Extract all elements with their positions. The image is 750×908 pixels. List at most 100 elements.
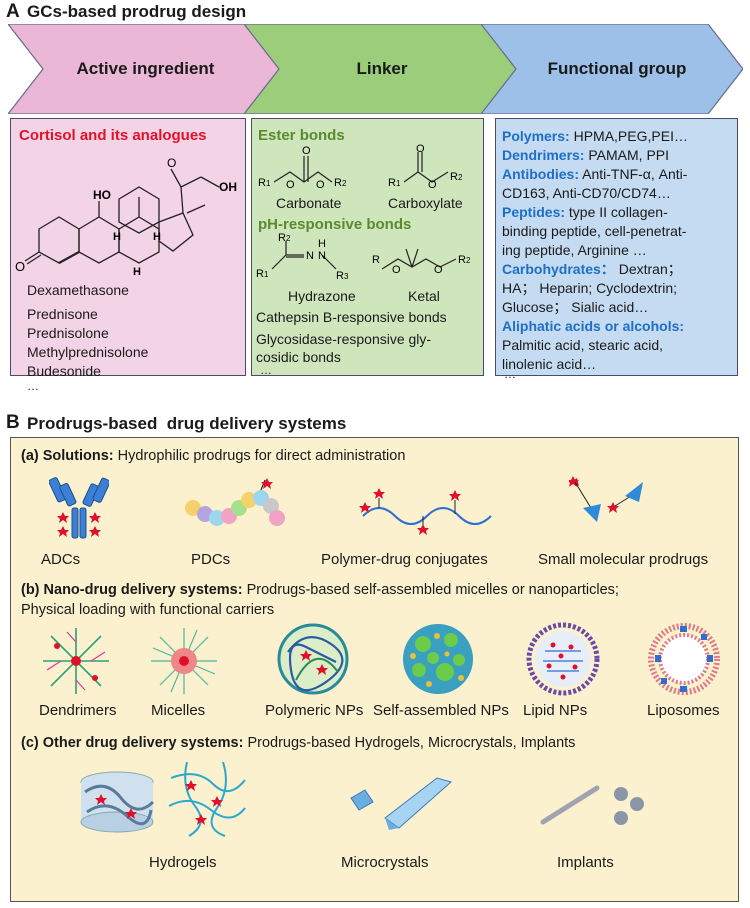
dendrimers-heading: Dendrimers: [502,147,585,163]
svg-text:R3: R3 [336,270,349,282]
peptides-text-2: binding peptide, cell-penetrat- [502,223,687,239]
hydrazone-label: Hydrazone [288,288,356,304]
section-b-title: Prodrugs-based drug delivery systems [27,414,347,433]
other-text: Prodrugs-based Hydrogels, Microcrystals,… [247,735,576,751]
lipid-nanoparticle-icon [526,622,600,696]
svg-text:R2: R2 [334,177,347,189]
micelles-label: Micelles [151,702,206,719]
chevron-arrow-icon [244,24,520,114]
polymeric-nps-label: Polymeric NPs [265,702,364,719]
carbohydrates-text-2: HA； Heparin; Cyclodextrin; [502,280,678,296]
section-a-title: GCs-based prodrug design [27,2,247,21]
svg-text:R2: R2 [450,171,463,183]
o-label: O [428,179,437,191]
aliphatic-text-2: linolenic acid… [502,356,597,372]
implants-label: Implants [557,854,614,871]
microcrystals-label: Microcrystals [341,854,429,871]
drug-name: Dexamethasone [27,282,129,298]
oh-label: OH [219,180,237,194]
more-ellipsis: … [27,379,39,393]
ph-heading: pH-responsive bonds [258,216,412,233]
chevron-linker: Linker [244,24,520,114]
r-label: R [450,171,458,183]
nano-text: Prodrugs-based self-assembled micelles o… [246,582,619,598]
glycosidase-label: Glycosidase-responsive gly- [256,331,432,347]
carbohydrates-heading: Carbohydrates： [502,261,615,277]
dendrimers-label: Dendrimers [39,702,117,719]
o-label: O [316,179,325,191]
polymers-text: HPMA,PEG,PEI… [573,128,688,144]
delivery-systems-panel: (a) Solutions: Hydrophilic prodrugs for … [10,437,739,902]
h-label: H [153,231,161,243]
antibody-icon [49,477,109,539]
chevron-arrow-icon [8,24,283,114]
chevron-active-ingredient: Active ingredient [8,24,283,114]
o-label: O [392,264,401,276]
solutions-text: Hydrophilic prodrugs for direct administ… [117,448,406,464]
peptide-chain-icon [185,478,285,526]
polymeric-nanoparticle-icon [277,623,349,695]
ester-structures-icon: R1 O O O R2 R1 O O R2 [258,144,463,191]
carboxylate-label: Carboxylate [388,195,463,211]
h-label: H [133,266,141,278]
chevron-label: Active ingredient [76,59,215,78]
dendrimer-icon [43,628,109,694]
ho-label: HO [93,188,111,202]
section-b-letter: B [6,412,20,433]
ester-heading: Ester bonds [258,127,345,144]
carbohydrates-text: Dextran； [618,261,682,277]
o-label: O [15,259,25,274]
ketal-label: Ketal [408,288,440,304]
liposomes-label: Liposomes [647,702,720,719]
carbonate-label: Carbonate [276,195,342,211]
drug-name: Prednisone [27,306,98,322]
n-label: N [318,250,326,262]
self-assembled-nps-label: Self-assembled NPs [373,702,509,719]
r-label: R [388,177,396,189]
active-ingredient-panel: Cortisol and its analogues O OH HO H H H… [10,118,246,393]
self-assembled-nanoparticle-icon [403,624,473,694]
o-label: O [416,144,425,155]
panel-heading: Cortisol and its analogues [19,127,207,144]
hydrogels-label: Hydrogels [149,854,217,871]
more-ellipsis: … [504,367,516,381]
dendrimers-text: PAMAM, PPI [588,147,670,163]
svg-text:R2: R2 [458,254,471,266]
drug-name: Budesonide [27,363,101,379]
implant-icon [540,785,644,825]
svg-text:R1: R1 [256,268,269,280]
liposome-icon [648,623,720,695]
o-label: O [286,179,295,191]
h-label: H [113,231,121,243]
svg-text:R: R [372,254,380,266]
hydrogel-cylinder-icon [80,771,155,833]
h-label: H [318,238,326,250]
o-label: O [167,156,176,170]
chevron-label: Functional group [547,59,687,78]
svg-text:R1: R1 [388,177,401,189]
aliphatic-heading: Aliphatic acids or alcohols: [502,318,685,334]
functional-group-panel: Polymers: HPMA,PEG,PEI… Dendrimers: PAMA… [495,118,738,381]
drug-name: Methylprednisolone [27,344,149,360]
micelle-icon [151,628,217,694]
small-molecular-prodrug-icon [569,476,643,522]
o-label: O [434,264,443,276]
glycosidase-label-2: cosidic bonds [256,349,341,365]
antibodies-text: Anti-TNF-α, Anti- [582,166,688,182]
n-label: N [306,250,314,262]
ph-structures-icon: R2 R1 N N H R3 O O R R2 [256,233,471,282]
o-label: O [302,145,311,157]
antibodies-text-2: CD163, Anti-CD70/CD74… [502,185,671,201]
polymer-drug-conjugates-label: Polymer-drug conjugates [321,551,488,568]
r-label: R [258,177,266,189]
chevron-arrow-icon [481,24,743,114]
pdcs-label: PDCs [191,551,231,568]
svg-text:R2: R2 [278,233,291,244]
antibodies-heading: Antibodies: [502,166,579,182]
carbohydrates-text-3: Glucose； Sialic acid… [502,299,649,315]
microcrystal-icon [350,777,453,830]
peptides-heading: Peptides: [502,204,566,220]
adcs-label: ADCs [41,551,81,568]
polymers-heading: Polymers: [502,128,570,144]
peptides-text-3: ing peptide, Arginine … [502,242,647,258]
